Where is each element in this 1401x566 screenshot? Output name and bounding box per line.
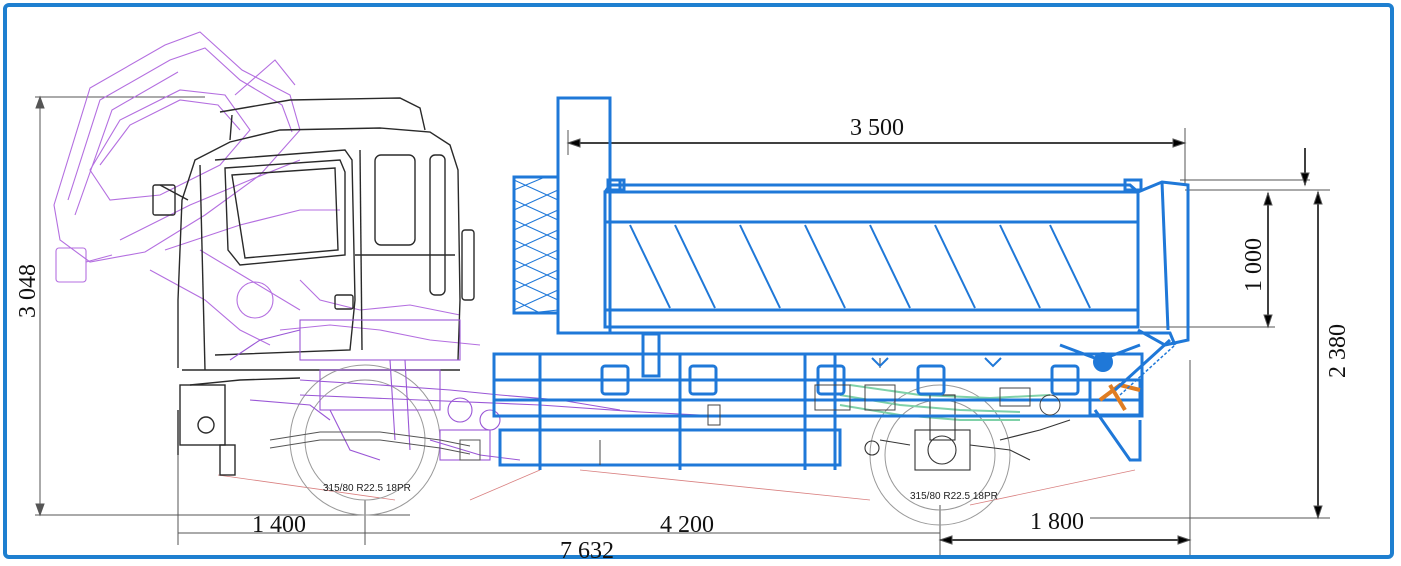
- front-overhang-label: 1 400: [252, 512, 306, 538]
- rear-wheel: [869, 384, 1011, 526]
- body-side-stripes: [629, 224, 1091, 309]
- rear-hitch: [1093, 338, 1176, 412]
- upright-cab: [152, 97, 475, 476]
- overall-height-label: 3 048: [15, 264, 41, 318]
- body-height-label: 1 000: [1241, 238, 1267, 292]
- dimension-lines: [35, 95, 1330, 555]
- cab-protector-mesh: [513, 176, 559, 314]
- rear-overhang-label: 1 800: [1030, 509, 1084, 535]
- front-spring: [269, 431, 481, 461]
- rear-tyre-label: 315/80 R22.5 18PR: [910, 491, 998, 502]
- tipper-body: [492, 96, 1190, 470]
- rear-axle: [864, 394, 1071, 471]
- overall-length-label: 7 632: [560, 538, 614, 564]
- chassis-details: [599, 357, 1061, 465]
- body-floor-height-label: 2 380: [1325, 324, 1351, 378]
- wheelbase-label: 4 200: [660, 512, 714, 538]
- body-length-label: 3 500: [850, 115, 904, 141]
- tilted-cab-outline: [53, 31, 481, 346]
- front-tyre-label: 315/80 R22.5 18PR: [323, 483, 411, 494]
- chassis-drivetrain: [229, 319, 721, 461]
